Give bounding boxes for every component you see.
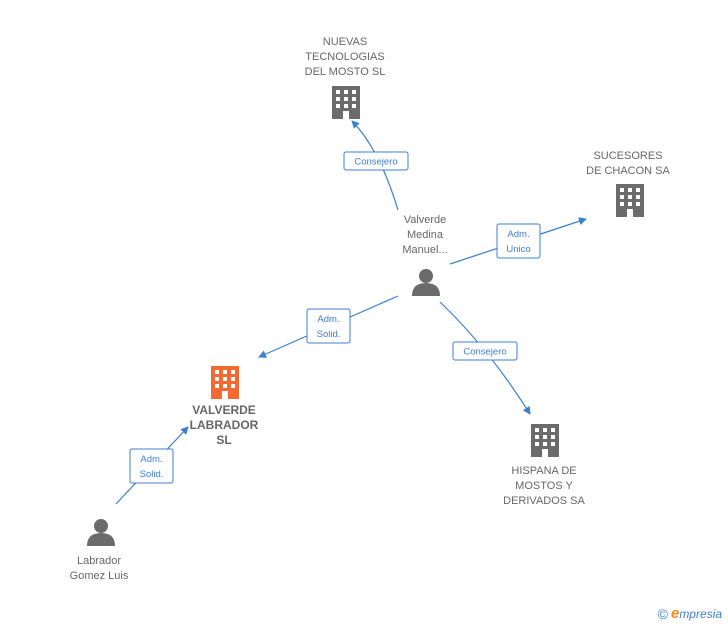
brand-initial: e — [670, 605, 680, 622]
node-label: LABRADOR — [190, 418, 259, 432]
node-label: HISPANA DE — [511, 465, 576, 477]
node-label: MOSTOS Y — [515, 480, 573, 492]
node-label: TECNOLOGIAS — [305, 51, 384, 63]
node-sucesores-de-chacon[interactable]: SUCESORES DE CHACON SA — [586, 150, 671, 217]
person-icon — [412, 269, 440, 296]
edge-label-adm-solid-low: Adm. Solid. — [129, 448, 174, 484]
building-icon — [531, 424, 559, 457]
node-label: Gomez Luis — [70, 570, 129, 582]
edge-label-adm-unico: Adm. Unico — [496, 223, 541, 259]
node-label: Labrador — [77, 555, 121, 567]
empresia-logo[interactable]: empresia — [671, 605, 722, 622]
edge-label-text: Adm. — [140, 454, 162, 465]
node-label: DE CHACON SA — [586, 165, 670, 177]
node-valverde-medina-manuel[interactable]: Valverde Medina Manuel... — [402, 214, 448, 296]
edge-label-text: Consejero — [354, 157, 397, 168]
node-label: DEL MOSTO SL — [305, 66, 386, 78]
footer-brand: © empresia — [658, 605, 722, 622]
node-nuevas-tecnologias[interactable]: NUEVAS TECNOLOGIAS DEL MOSTO SL — [305, 36, 386, 119]
edge-label-text: Adm. — [317, 314, 339, 325]
person-icon — [87, 519, 115, 546]
edge-label-text: Solid. — [140, 469, 164, 480]
edge-label-adm-solid-mid: Adm. Solid. — [306, 308, 351, 344]
node-label: NUEVAS — [323, 36, 367, 48]
edge-label-text: Unico — [506, 244, 530, 255]
node-label: DERIVADOS SA — [503, 495, 585, 507]
node-hispana-de-mostos[interactable]: HISPANA DE MOSTOS Y DERIVADOS SA — [503, 424, 586, 507]
building-icon — [332, 86, 360, 119]
edge-label-consejero-bottom: Consejero — [452, 341, 518, 361]
building-icon — [616, 184, 644, 217]
node-valverde-labrador[interactable]: VALVERDE LABRADOR SL — [190, 366, 259, 447]
node-label: SUCESORES — [593, 150, 662, 162]
node-label: Manuel... — [402, 244, 447, 256]
node-label: Valverde — [404, 214, 447, 226]
copyright-symbol: © — [657, 605, 668, 622]
edge-label-text: Adm. — [507, 229, 529, 240]
node-labrador-gomez-luis[interactable]: Labrador Gomez Luis — [70, 519, 129, 582]
edge-label-consejero-top: Consejero — [343, 151, 409, 171]
edge-label-text: Consejero — [463, 347, 506, 358]
node-label: VALVERDE — [192, 403, 256, 417]
node-label: Medina — [407, 229, 444, 241]
building-icon — [211, 366, 239, 399]
brand-rest: mpresia — [679, 607, 722, 621]
edge-label-text: Solid. — [317, 329, 341, 340]
node-label: SL — [216, 433, 231, 447]
